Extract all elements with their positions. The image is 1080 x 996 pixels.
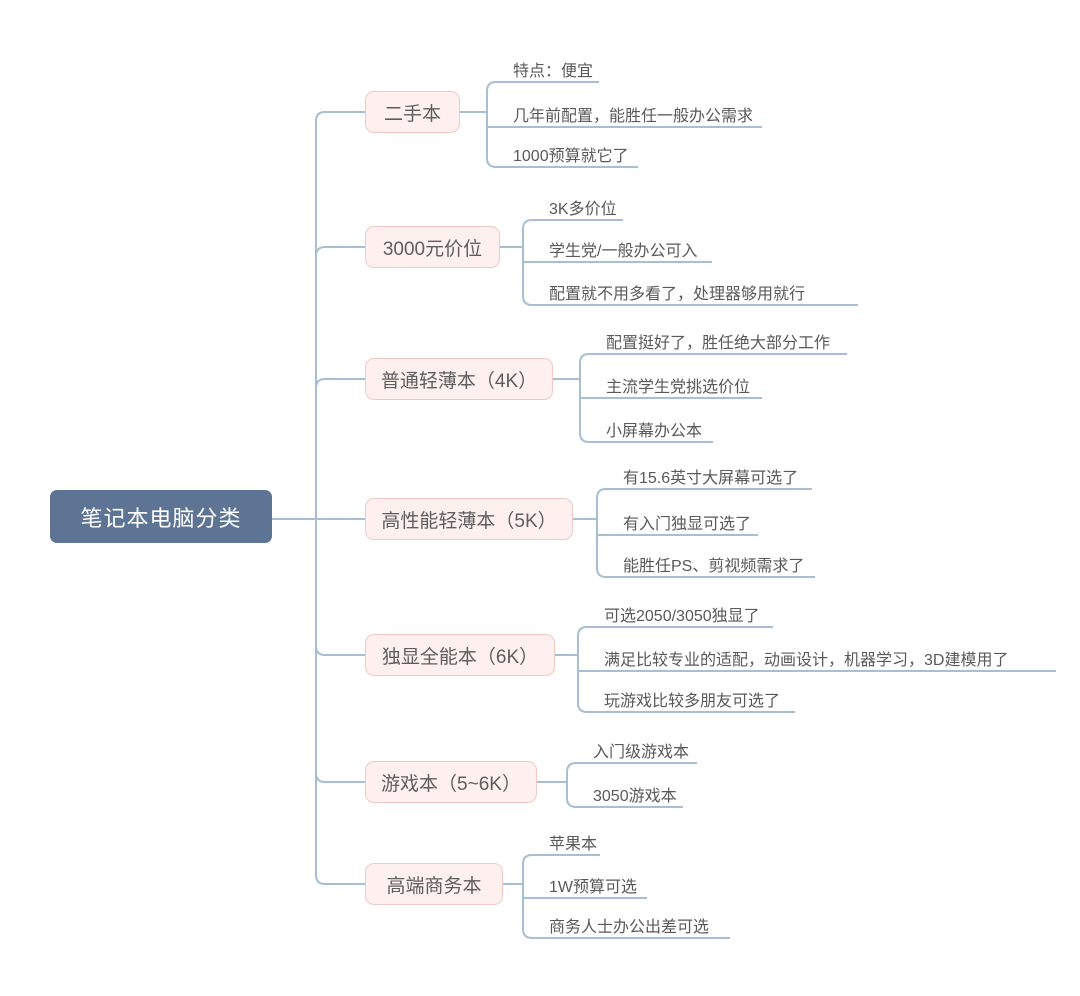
leaf-node[interactable]: 主流学生党挑选价位 bbox=[606, 379, 751, 396]
leaf-node[interactable]: 配置就不用多看了，处理器够用就行 bbox=[549, 286, 806, 303]
branch-connector bbox=[315, 246, 365, 257]
leaf-node[interactable]: 入门级游戏本 bbox=[593, 744, 690, 761]
branch-label: 3000元价位 bbox=[382, 238, 483, 260]
leaf-node[interactable]: 能胜任PS、剪视频需求了 bbox=[623, 558, 805, 575]
branch-node-3000[interactable]: 3000元价位 bbox=[365, 226, 500, 268]
branch-node-business[interactable]: 高端商务本 bbox=[365, 863, 503, 905]
leaf-node[interactable]: 特点：便宜 bbox=[513, 63, 594, 80]
branch-label: 二手本 bbox=[383, 103, 441, 125]
leaf-node[interactable]: 可选2050/3050独显了 bbox=[604, 608, 760, 625]
leaf-bracket bbox=[577, 626, 588, 713]
leaf-node[interactable]: 3K多价位 bbox=[549, 201, 617, 218]
root-node[interactable]: 笔记本电脑分类 bbox=[50, 490, 272, 543]
branch-node-gaming[interactable]: 游戏本（5~6K） bbox=[365, 761, 537, 803]
branch-node-used[interactable]: 二手本 bbox=[365, 91, 460, 133]
branch-label: 游戏本（5~6K） bbox=[381, 773, 521, 795]
leaf-bracket bbox=[522, 854, 533, 939]
leaf-bracket bbox=[596, 488, 607, 578]
branch-connector bbox=[315, 874, 365, 885]
leaf-node[interactable]: 3050游戏本 bbox=[593, 788, 677, 805]
branch-label: 普通轻薄本（4K） bbox=[380, 370, 538, 392]
branch-node-thin-4k[interactable]: 普通轻薄本（4K） bbox=[365, 358, 553, 400]
leaf-node[interactable]: 商务人士办公出差可选 bbox=[549, 919, 710, 936]
leaf-node[interactable]: 1000预算就它了 bbox=[513, 148, 629, 165]
leaf-node[interactable]: 学生党/一般办公可入 bbox=[549, 243, 698, 260]
branch-connector bbox=[315, 645, 365, 656]
leaf-node[interactable]: 1W预算可选 bbox=[549, 879, 638, 896]
branch-label: 独显全能本（6K） bbox=[381, 646, 539, 668]
branch-connector bbox=[315, 772, 365, 783]
leaf-node[interactable]: 小屏幕办公本 bbox=[606, 423, 703, 440]
leaf-node[interactable]: 苹果本 bbox=[549, 836, 598, 853]
leaf-node[interactable]: 满足比较专业的适配，动画设计，机器学习，3D建模用了 bbox=[604, 652, 1009, 669]
branch-label: 高端商务本 bbox=[386, 875, 482, 897]
leaf-bracket bbox=[486, 81, 497, 168]
branch-node-gpu-allround-6k[interactable]: 独显全能本（6K） bbox=[365, 634, 555, 676]
branch-connector bbox=[315, 111, 365, 122]
leaf-node[interactable]: 有入门独显可选了 bbox=[623, 516, 752, 533]
root-label: 笔记本电脑分类 bbox=[80, 505, 242, 531]
leaf-node[interactable]: 玩游戏比较多朋友可选了 bbox=[604, 693, 781, 710]
branch-label: 高性能轻薄本（5K） bbox=[381, 510, 557, 532]
branch-node-perf-thin-5k[interactable]: 高性能轻薄本（5K） bbox=[365, 498, 573, 540]
leaf-node[interactable]: 配置挺好了，胜任绝大部分工作 bbox=[606, 335, 831, 352]
leaf-bracket bbox=[566, 762, 577, 808]
leaf-node[interactable]: 几年前配置，能胜任一般办公需求 bbox=[513, 108, 754, 125]
leaf-node[interactable]: 有15.6英寸大屏幕可选了 bbox=[623, 470, 799, 487]
branch-connector bbox=[315, 378, 365, 389]
